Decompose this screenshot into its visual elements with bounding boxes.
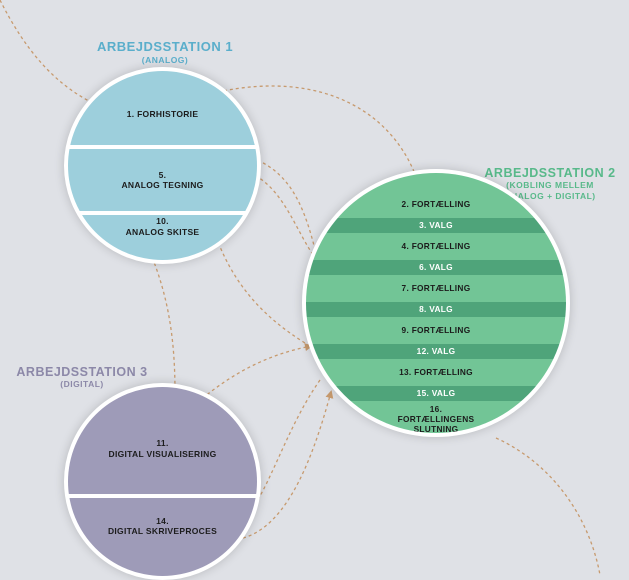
arrow-1-to-2	[217, 85, 421, 187]
arrow-start-to-1	[0, 0, 97, 106]
step-16-number: 16.	[429, 404, 443, 414]
step-12-label: VALG	[431, 345, 456, 356]
step-10-label: ANALOG SKITSE	[125, 226, 200, 237]
step-6-number: 6.	[419, 261, 427, 272]
step-3-band: 3. VALG	[306, 218, 566, 233]
station-2-title: ARBEJDSSTATION 2 (KOBLING MELLEM ANALOG …	[470, 166, 629, 202]
station-1-circle: 1. FORHISTORIE 5. ANALOG TEGNING 10. ANA…	[64, 67, 261, 264]
band-divider	[68, 211, 257, 215]
step-4-number: 4.	[401, 240, 410, 251]
step-5-band: 5. ANALOG TEGNING	[68, 149, 257, 211]
step-15-number: 15.	[416, 387, 430, 398]
step-5-label: ANALOG TEGNING	[121, 180, 204, 190]
band-divider	[68, 145, 257, 149]
step-16-label-line2: SLUTNING	[413, 423, 459, 434]
step-12-band: 12. VALG	[306, 344, 566, 359]
step-15-label: VALG	[431, 387, 456, 398]
station-1-title: ARBEJDSSTATION 1 (ANALOG)	[80, 39, 250, 66]
step-13-label: FORTÆLLING	[414, 366, 473, 377]
step-11-label: DIGITAL VISUALISERING	[108, 448, 217, 459]
step-5-number: 5.	[158, 169, 167, 180]
step-9-label: FORTÆLLING	[411, 324, 471, 335]
step-11-number: 11.	[156, 438, 169, 449]
step-14-number: 14.	[156, 515, 169, 526]
step-4-label: FORTÆLLING	[411, 240, 471, 251]
arrow-11-to-12	[197, 343, 313, 403]
station-3-name: ARBEJDSSTATION 3	[16, 365, 148, 379]
step-7-band: 7. FORTÆLLING	[306, 275, 566, 302]
station-2-subtitle-line2: ANALOG + DIGITAL)	[504, 191, 596, 202]
step-13-band: 13. FORTÆLLING	[306, 359, 566, 386]
arrow-16-exit	[495, 437, 601, 575]
station-1-subtitle: (ANALOG)	[141, 54, 189, 65]
arrow-10-to-11	[149, 251, 179, 395]
step-3-number: 3.	[419, 219, 427, 230]
step-8-number: 8.	[419, 303, 427, 314]
step-15-band: 15. VALG	[306, 386, 566, 401]
step-6-label: VALG	[429, 261, 453, 272]
step-3-label: VALG	[429, 219, 453, 230]
step-8-label: VALG	[429, 303, 453, 314]
step-1-number: 1.	[126, 108, 135, 119]
step-7-label: FORTÆLLING	[411, 282, 471, 293]
step-10-number: 10.	[156, 216, 169, 227]
station-2-subtitle-line1: (KOBLING MELLEM	[506, 180, 594, 191]
step-12-number: 12.	[416, 345, 430, 356]
band-divider	[68, 494, 257, 498]
station-1-name: ARBEJDSSTATION 1	[96, 39, 234, 54]
step-2-number: 2.	[401, 198, 410, 209]
station-2-name: ARBEJDSSTATION 2	[484, 166, 616, 180]
arrow-9-to-10	[211, 226, 306, 344]
step-9-band: 9. FORTÆLLING	[306, 317, 566, 344]
station-2-circle: 2. FORTÆLLING 3. VALG 4. FORTÆLLING 6. V…	[302, 169, 570, 437]
station-3-circle: 11. DIGITAL VISUALISERING 14. DIGITAL SK…	[64, 383, 261, 580]
step-2-label: FORTÆLLING	[411, 198, 471, 209]
step-13-number: 13.	[399, 366, 412, 377]
step-7-number: 7.	[401, 282, 410, 293]
station-3-title: ARBEJDSSTATION 3 (DIGITAL)	[2, 365, 162, 390]
step-14-label: DIGITAL SKRIVEPROCES	[107, 526, 218, 536]
step-4-band: 4. FORTÆLLING	[306, 233, 566, 260]
step-6-band: 6. VALG	[306, 260, 566, 275]
step-8-band: 8. VALG	[306, 302, 566, 317]
station-3-subtitle: (DIGITAL)	[60, 379, 104, 390]
step-1-label: FORHISTORIE	[137, 108, 199, 119]
step-9-number: 9.	[401, 324, 410, 335]
step-16-label-line1: FORTÆLLINGENS	[397, 413, 475, 424]
